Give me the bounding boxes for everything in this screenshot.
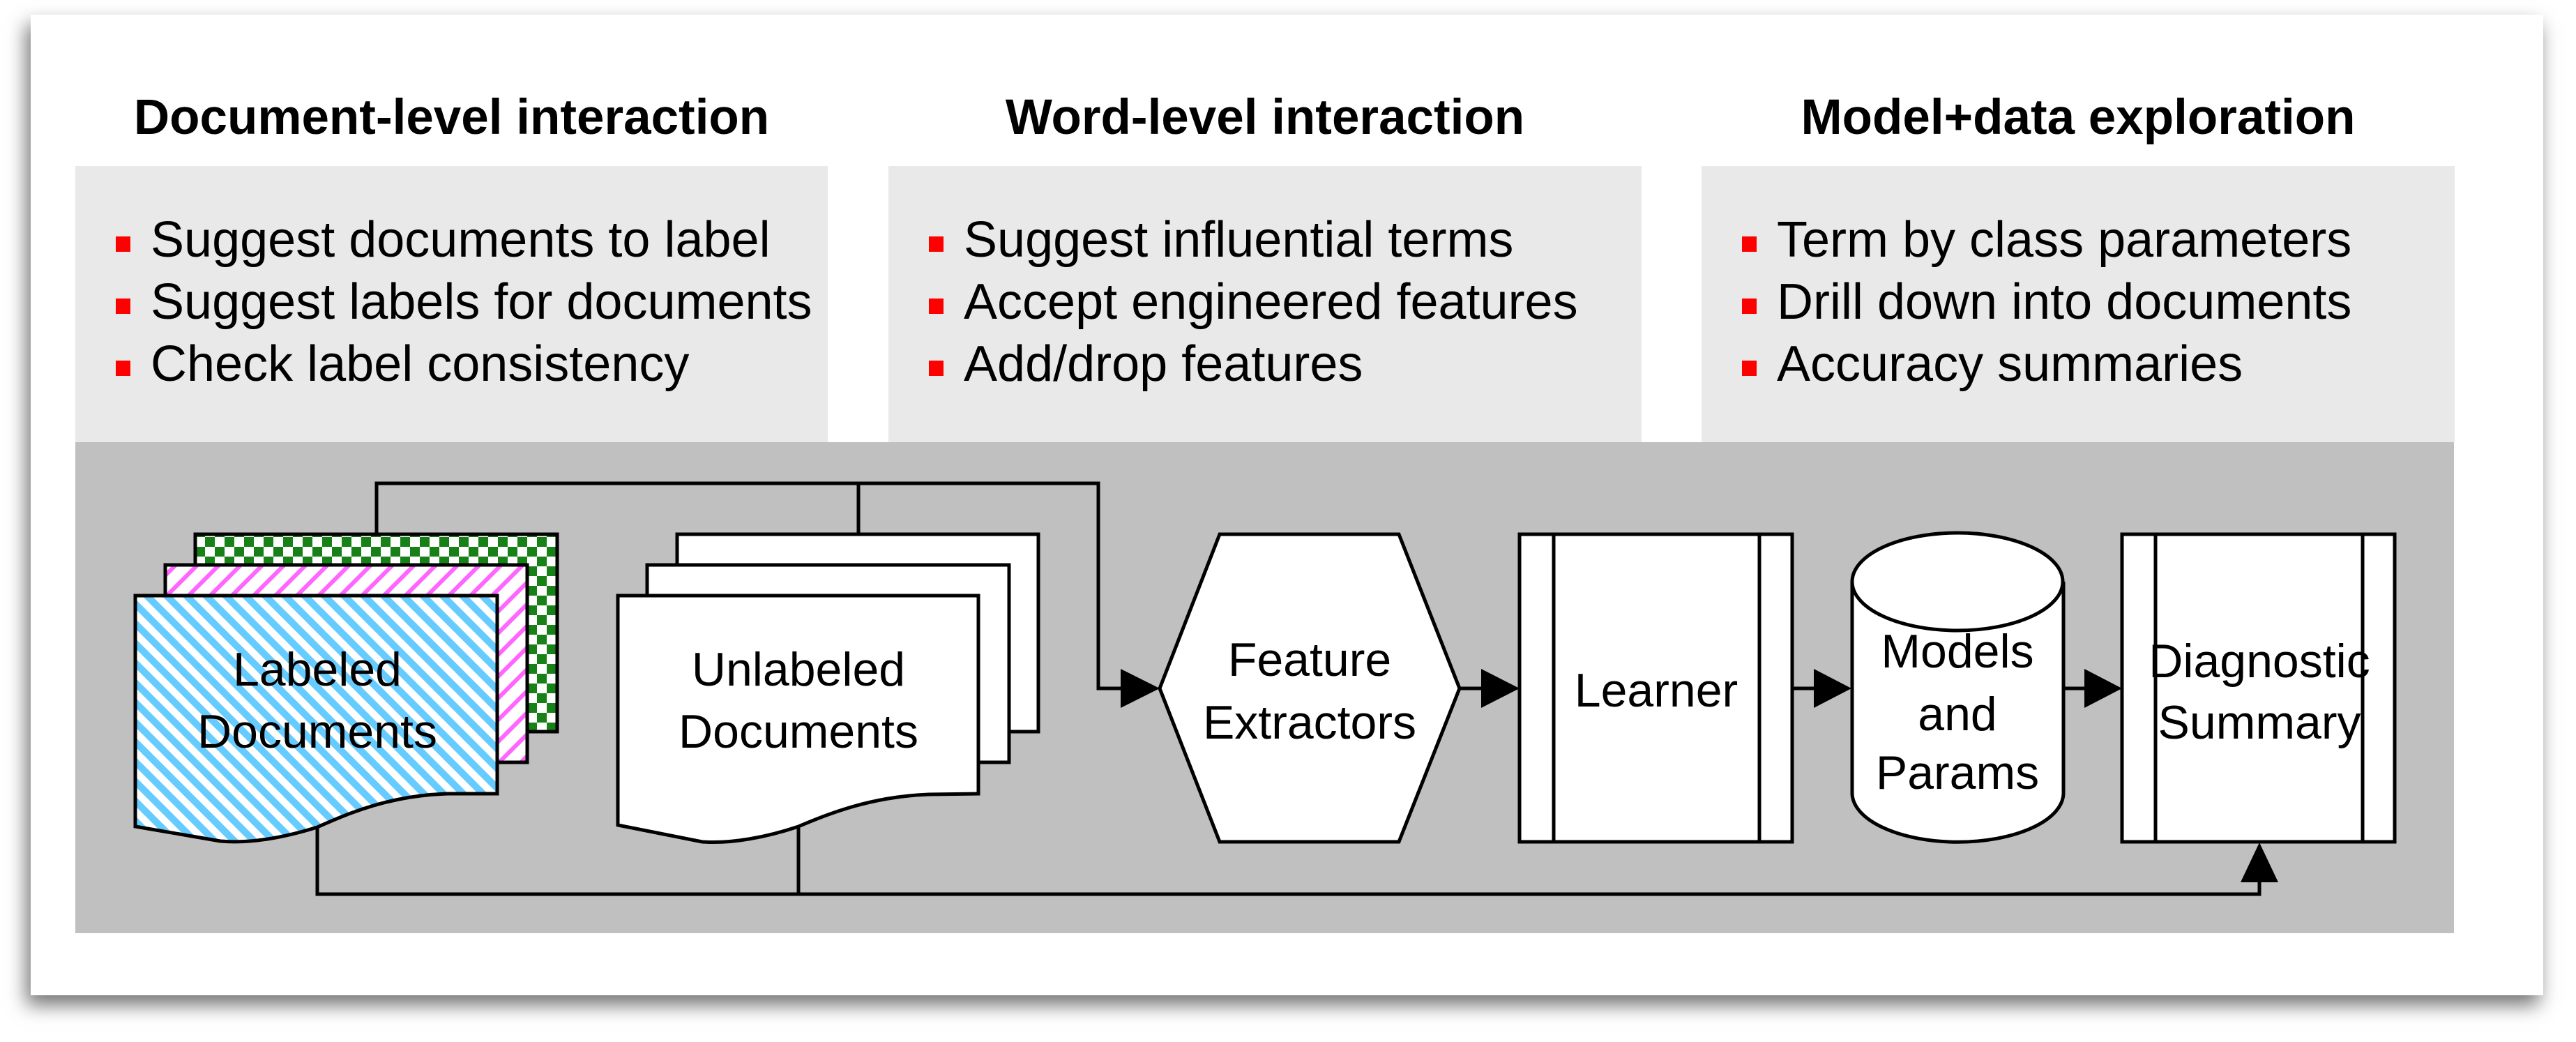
arrowhead-right-icon bbox=[1481, 669, 1520, 708]
diagnostic-label-line1: Diagnostic bbox=[2149, 635, 2370, 688]
unlabeled-documents bbox=[616, 532, 1040, 844]
models-label-line3: Params bbox=[1876, 746, 2039, 799]
learner-label: Learner bbox=[1575, 664, 1738, 717]
column-title-model-data: Model+data exploration bbox=[1801, 90, 2356, 145]
column-title-document-level: Document-level interaction bbox=[133, 90, 770, 145]
list-item: Check label consistency bbox=[116, 333, 812, 395]
red-square-bullet-icon bbox=[116, 236, 130, 252]
list-item: Suggest influential terms bbox=[929, 209, 1578, 271]
list-document-level: Suggest documents to label Suggest label… bbox=[116, 209, 812, 395]
arrowhead-right-icon bbox=[2084, 669, 2122, 708]
feature-extractors-node bbox=[1158, 532, 1462, 844]
red-square-bullet-icon bbox=[116, 361, 130, 376]
red-square-bullet-icon bbox=[116, 299, 130, 314]
labeled-doc-front bbox=[133, 594, 499, 844]
arrowhead-right-icon bbox=[1121, 669, 1160, 708]
arrowhead-right-icon bbox=[1814, 669, 1851, 708]
labeled-documents-label-line1: Labeled bbox=[233, 643, 402, 696]
diagnostic-summary-node bbox=[2120, 532, 2397, 844]
red-square-bullet-icon bbox=[1742, 361, 1757, 376]
panel-model-data bbox=[1702, 166, 2455, 442]
list-item: Add/drop features bbox=[929, 333, 1578, 395]
unlabeled-documents-label-line1: Unlabeled bbox=[692, 643, 905, 696]
list-item: Suggest labels for documents bbox=[116, 271, 812, 333]
connector-docs-to-diagnostic bbox=[315, 827, 2261, 896]
red-square-bullet-icon bbox=[929, 299, 944, 314]
feature-extractors-label-line1: Feature bbox=[1228, 633, 1391, 686]
column-title-word-level: Word-level interaction bbox=[1005, 90, 1525, 145]
list-item: Term by class parameters bbox=[1742, 209, 2351, 271]
models-label-line2: and bbox=[1918, 688, 1997, 741]
panel-word-level bbox=[888, 166, 1642, 442]
list-item: Drill down into documents bbox=[1742, 271, 2351, 333]
red-square-bullet-icon bbox=[1742, 299, 1757, 314]
list-word-level: Suggest influential terms Accept enginee… bbox=[929, 209, 1578, 395]
unlabeled-documents-label-line2: Documents bbox=[679, 705, 918, 758]
labeled-documents-label-line2: Documents bbox=[197, 705, 437, 758]
red-square-bullet-icon bbox=[929, 361, 944, 376]
connector-lines bbox=[315, 481, 2261, 896]
connector-docs-to-extractors bbox=[374, 481, 1123, 690]
list-item: Accuracy summaries bbox=[1742, 333, 2351, 395]
arrowhead-up-icon bbox=[2241, 843, 2278, 882]
list-model-data: Term by class parameters Drill down into… bbox=[1742, 209, 2351, 395]
models-label-line1: Models bbox=[1881, 625, 2033, 678]
unlabeled-doc-front bbox=[616, 594, 980, 844]
models-and-params-node bbox=[1850, 531, 2066, 844]
list-item: Suggest documents to label bbox=[116, 209, 812, 271]
panel-document-level bbox=[75, 166, 828, 442]
diagnostic-label-line2: Summary bbox=[2158, 696, 2361, 749]
red-square-bullet-icon bbox=[929, 236, 944, 252]
red-square-bullet-icon bbox=[1742, 236, 1757, 252]
feature-extractors-label-line2: Extractors bbox=[1203, 696, 1416, 749]
labeled-documents bbox=[133, 532, 559, 844]
learner-node bbox=[1517, 532, 1794, 844]
list-item: Accept engineered features bbox=[929, 271, 1578, 333]
